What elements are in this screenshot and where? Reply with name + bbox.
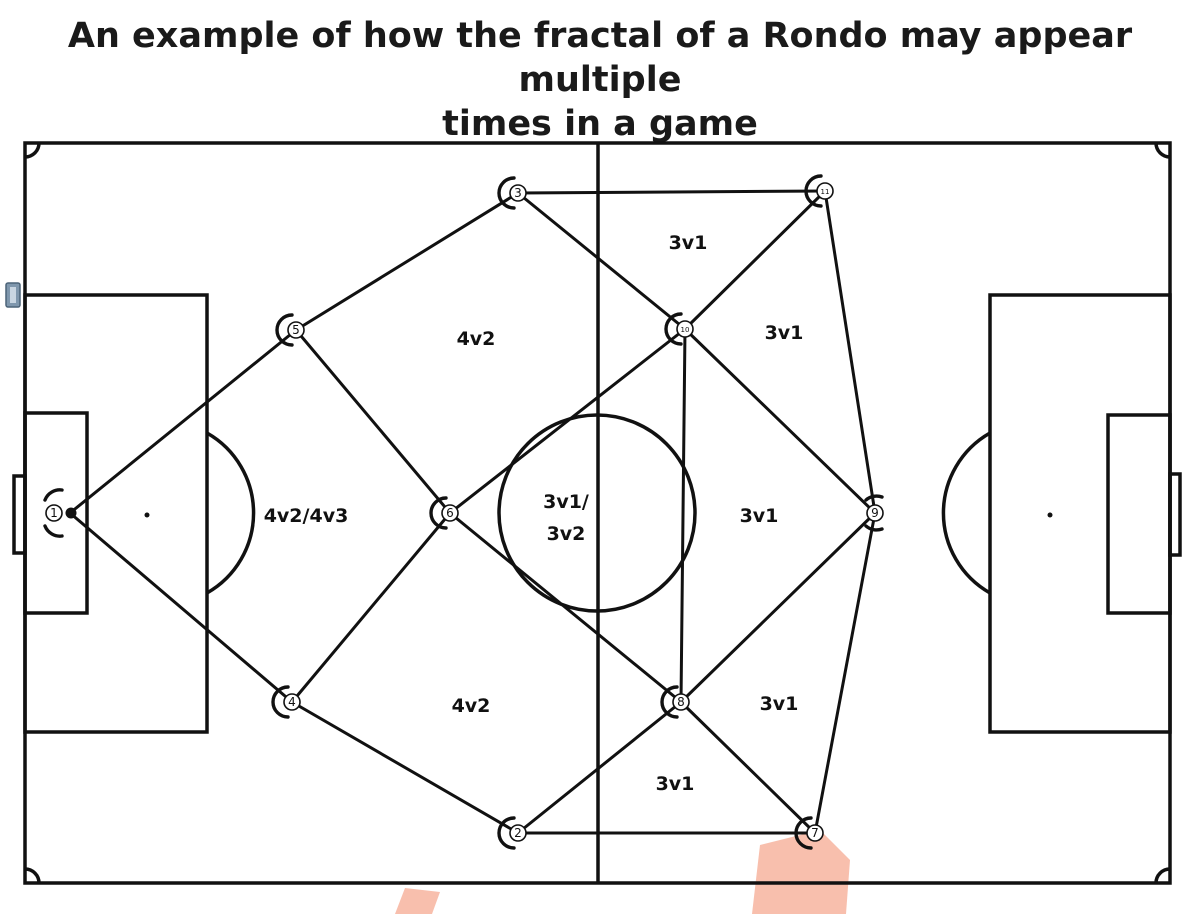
player-4-marker[interactable]: 4 — [271, 685, 301, 719]
pass-line-10-9 — [683, 327, 877, 515]
corner-arc-bottom-left — [24, 867, 41, 884]
corner-arc-bottom-right — [1154, 867, 1171, 884]
player-1-marker[interactable]: 1 — [43, 488, 77, 538]
pass-line-1-4 — [68, 511, 294, 704]
right-penalty-arc — [941, 431, 991, 595]
pass-line-6-8 — [448, 511, 683, 704]
pass-line-4-6 — [290, 511, 452, 704]
zone-labels: 3v1 3v1 4v2 4v2/4v3 3v1/ 3v2 3v1 4v2 3v1… — [264, 232, 804, 795]
zone-label-center-line-1: 3v1/ — [543, 491, 589, 513]
zone-label-3v1-bottom: 3v1 — [656, 773, 695, 795]
player-1-number: 1 — [50, 506, 58, 520]
player-8-number: 8 — [677, 695, 685, 709]
zone-label-3v1-right: 3v1 — [740, 505, 779, 527]
corner-arc-top-right — [1154, 142, 1171, 159]
players: 1 5 4 3 6 2 11 — [43, 174, 884, 850]
watermark — [395, 830, 850, 914]
diagram-title: An example of how the fractal of a Rondo… — [0, 14, 1200, 146]
player-5-number: 5 — [292, 323, 300, 337]
pass-line-3-10 — [516, 191, 687, 331]
zone-label-4v2-upper: 4v2 — [457, 328, 496, 350]
pass-line-9-7 — [813, 511, 877, 835]
zone-label-3v1-top: 3v1 — [669, 232, 708, 254]
pass-line-8-7 — [679, 700, 817, 835]
player-10-number: 10 — [681, 326, 690, 334]
player-7-number: 7 — [811, 826, 819, 840]
left-goal — [12, 474, 27, 555]
player-4-number: 4 — [288, 695, 296, 709]
player-11-number: 11 — [821, 188, 830, 196]
zone-label-4v2-lower: 4v2 — [452, 695, 491, 717]
player-7-marker[interactable]: 7 — [794, 816, 824, 850]
player-8-marker[interactable]: 8 — [660, 685, 690, 719]
passing-network — [68, 189, 877, 835]
right-goal-area — [1106, 413, 1172, 615]
pass-line-8-9 — [679, 511, 877, 704]
player-9-marker[interactable]: 9 — [864, 494, 884, 532]
title-line-2: times in a game — [442, 104, 758, 144]
zone-label-4v2-4v3: 4v2/4v3 — [264, 505, 349, 527]
player-2-marker[interactable]: 2 — [497, 816, 527, 850]
pass-line-3-11 — [516, 189, 827, 195]
pass-line-6-10 — [448, 327, 687, 515]
zone-label-3v1-lower-right: 3v1 — [760, 693, 799, 715]
left-penalty-arc — [206, 431, 256, 595]
zone-label-center-line-2: 3v2 — [547, 523, 586, 545]
pass-line-11-10 — [683, 189, 827, 331]
zone-label-3v1-upper-right: 3v1 — [765, 322, 804, 344]
pass-line-5-6 — [294, 328, 452, 515]
pitch-markings — [12, 141, 1182, 885]
player-5-marker[interactable]: 5 — [275, 313, 305, 347]
pass-line-4-2 — [290, 700, 520, 835]
pass-line-11-9 — [823, 189, 877, 515]
pass-line-10-8 — [679, 327, 687, 704]
center-circle — [497, 413, 697, 613]
right-penalty-area — [988, 293, 1172, 734]
player-3-marker[interactable]: 3 — [497, 176, 527, 210]
corner-arc-top-left — [24, 142, 41, 159]
left-penalty-spot — [144, 512, 150, 518]
pass-line-5-3 — [294, 191, 520, 332]
player-9-number: 9 — [871, 506, 879, 520]
pass-line-1-5 — [68, 328, 298, 515]
player-11-marker[interactable]: 11 — [804, 174, 834, 208]
pass-line-2-8 — [516, 700, 683, 835]
player-2-number: 2 — [514, 826, 522, 840]
player-6-marker[interactable]: 6 — [429, 496, 459, 530]
title-line-1: An example of how the fractal of a Rondo… — [67, 16, 1133, 100]
player-3-number: 3 — [514, 186, 522, 200]
player-10-marker[interactable]: 10 — [664, 312, 694, 346]
player-6-number: 6 — [446, 506, 454, 520]
right-penalty-spot — [1047, 512, 1053, 518]
right-goal — [1168, 472, 1182, 557]
